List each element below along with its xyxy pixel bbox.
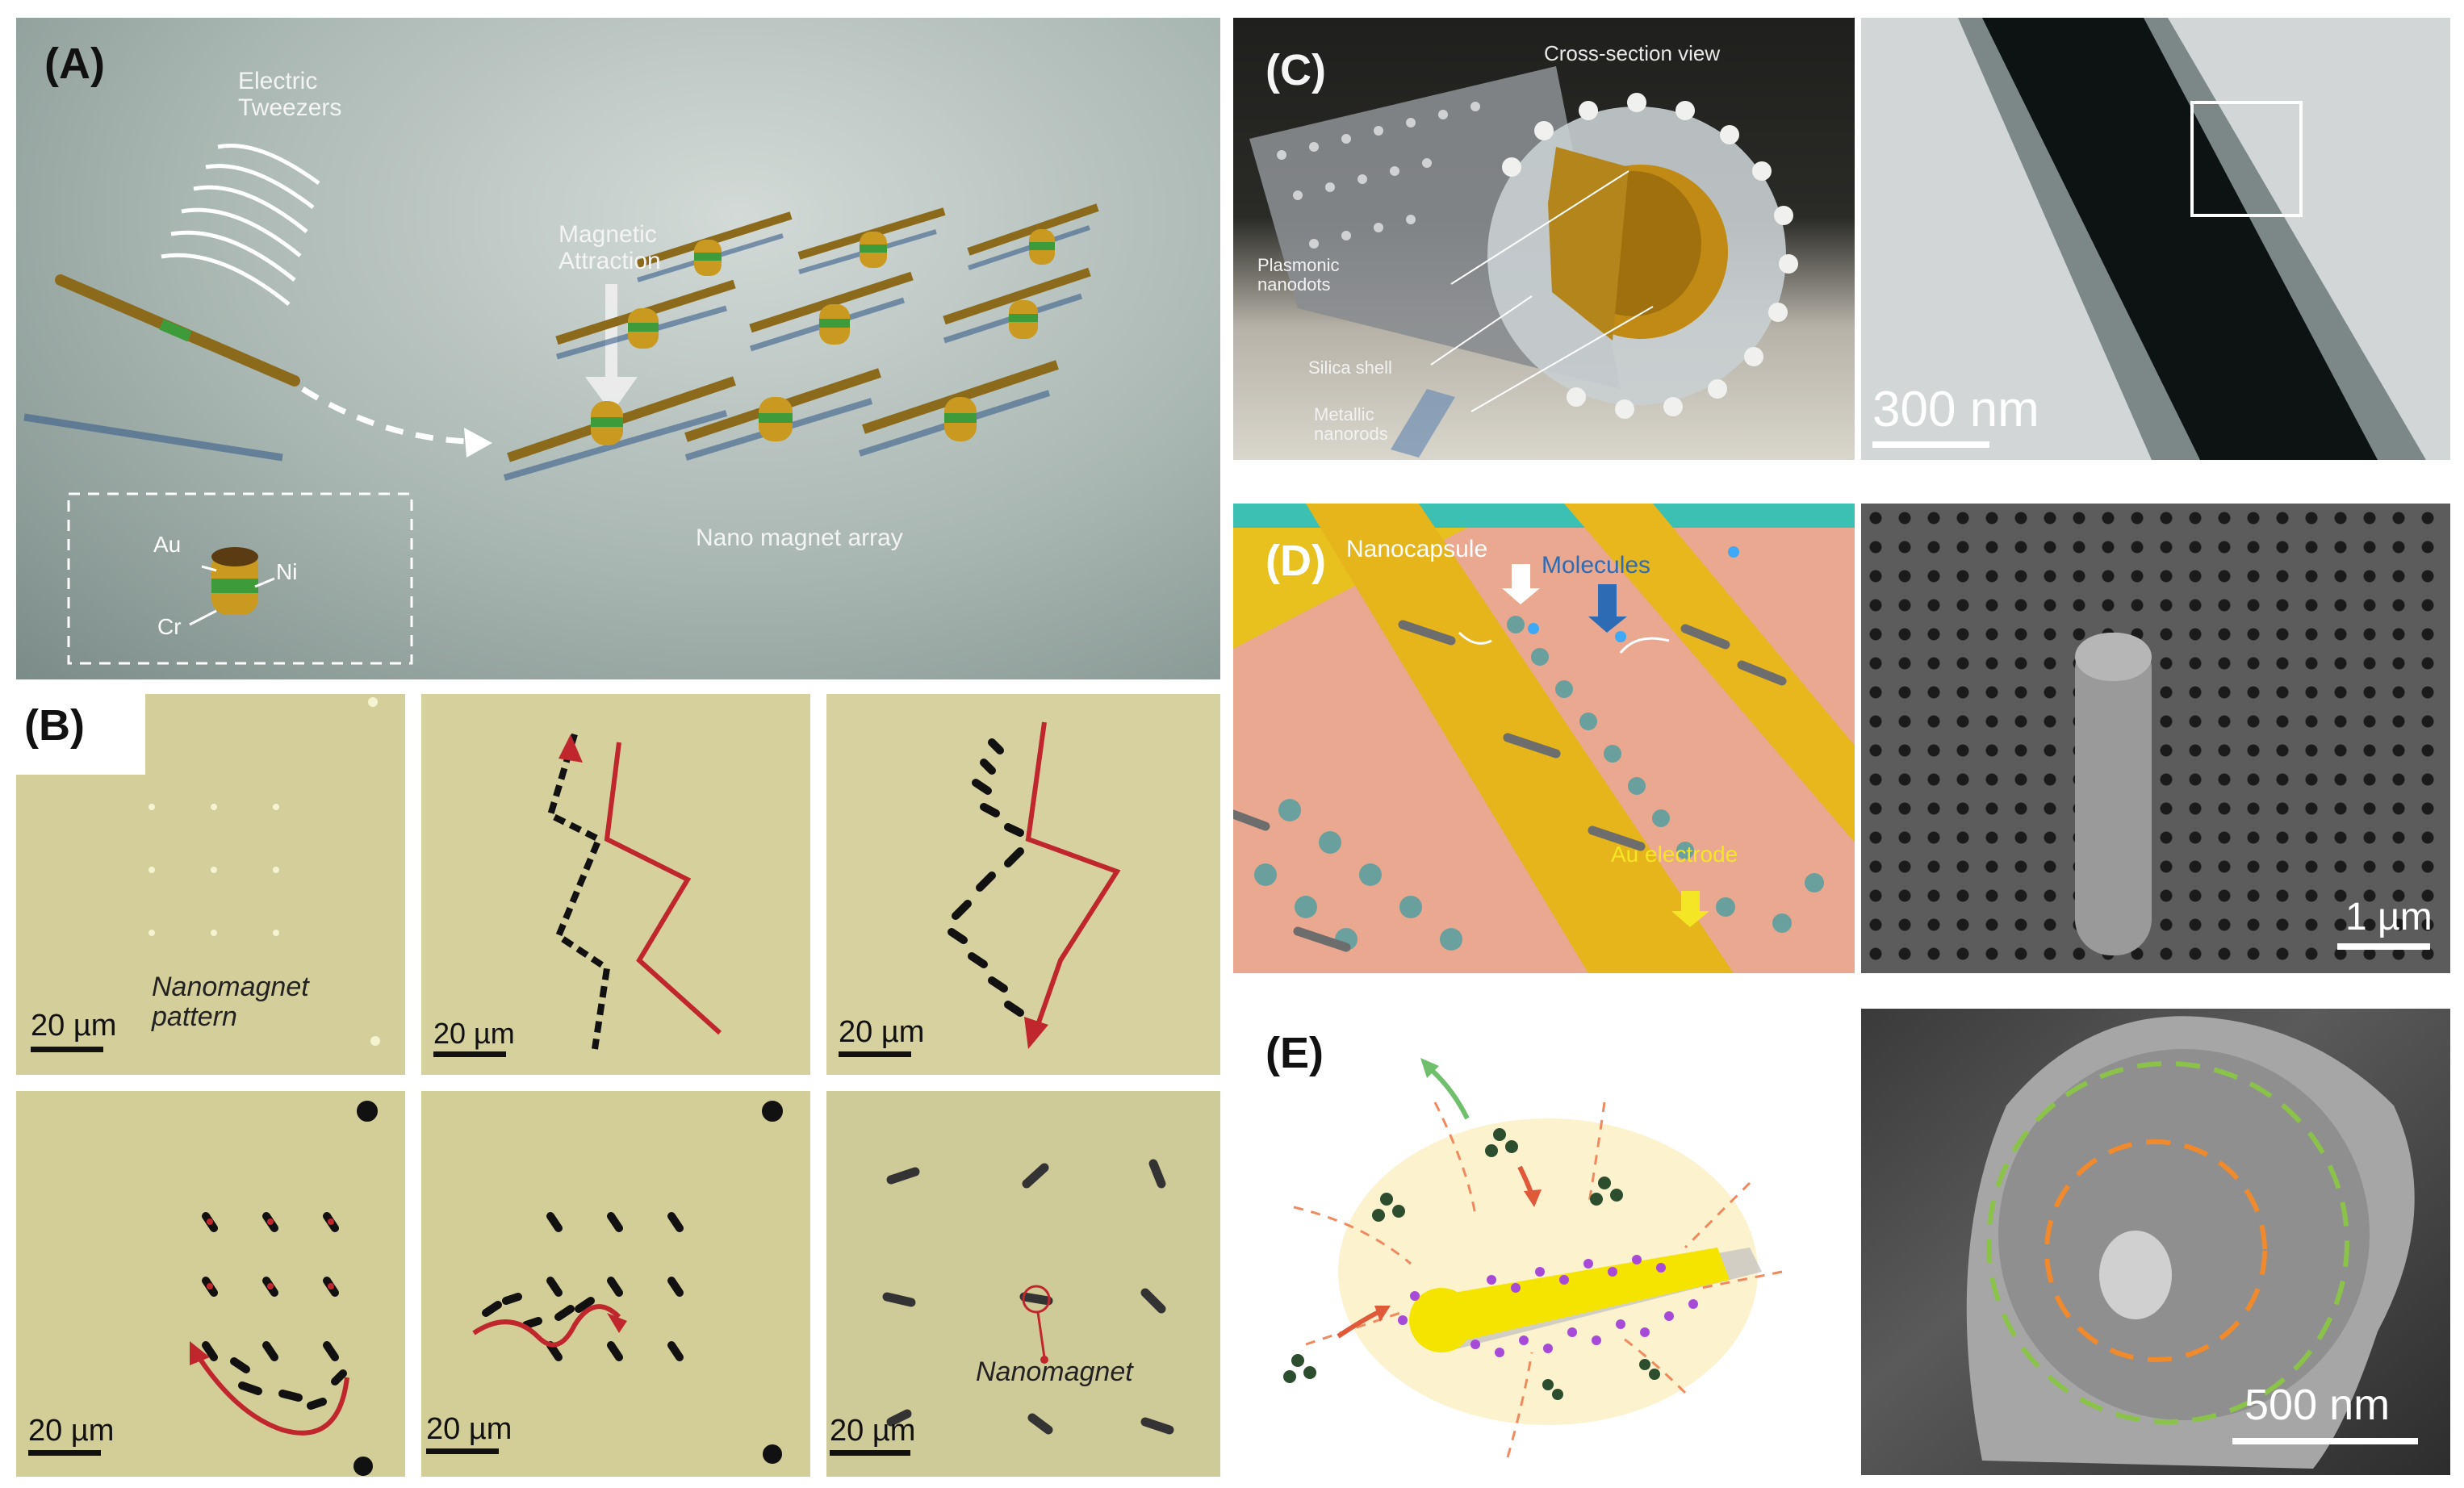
plasmonic-nanodots-label: Plasmonic nanodots [1257, 255, 1340, 295]
plasmonic-nanodots-line2: nanodots [1257, 274, 1331, 295]
scalebar-e [2232, 1438, 2418, 1444]
inset-cr-label: Cr [157, 614, 182, 639]
curve-path-magnets [190, 1101, 378, 1476]
panel-b-label: (B) [24, 701, 85, 750]
sem-cross-section [1966, 1016, 2415, 1469]
plasmonic-nanodots-line1: Plasmonic [1257, 255, 1340, 275]
scalebar-label-d: 1 µm [2345, 896, 2433, 938]
scalebar-label-b3: 20 µm [839, 1015, 925, 1049]
tem-nanorod [1958, 18, 2426, 460]
nanomagnet-annotation: Nanomagnet [976, 1356, 1133, 1387]
scalebar-label-b6: 20 µm [830, 1414, 916, 1448]
panel-e-illustration: (E) [1233, 1005, 1855, 1477]
tweezer-arcs [161, 143, 320, 306]
panel-b-tile-2: 20 µm [421, 694, 810, 1075]
molecules-label: Molecules [1542, 552, 1651, 579]
panel-d-illustration: (D) Nanocapsule Molecules Au electrode [1233, 504, 1855, 973]
nanomagnet-dot-pattern [149, 697, 380, 1046]
core-shell-nanorod [1249, 66, 1798, 458]
panel-a-illustration [23, 143, 1099, 665]
electric-tweezers-label: Electric Tweezers [238, 68, 341, 121]
panel-b-tile-4: 20 µm [16, 1091, 405, 1477]
panel-b-tile-6: Nanomagnet 20 µm [826, 1091, 1220, 1477]
panel-c-illustration: (C) Cross-section view Plasmonic nanodot… [1233, 18, 1855, 460]
silica-shell-label: Silica shell [1308, 357, 1392, 378]
electric-tweezers-line1: Electric [238, 68, 318, 94]
nanomagnet-pattern-label: Nanomagnet pattern [152, 972, 309, 1033]
inset-ni-label: Ni [276, 559, 298, 584]
inset-box [67, 492, 413, 665]
electric-tweezers-line2: Tweezers [238, 94, 342, 121]
sem-nanorod [2075, 633, 2152, 955]
trajectory-arrowhead [464, 428, 492, 458]
scalebar-b4 [28, 1450, 101, 1456]
inset-au-label: Au [153, 532, 182, 557]
scalebar-b6 [830, 1450, 910, 1456]
metallic-nanorods-line2: nanorods [1314, 424, 1388, 445]
panel-b-tile-3: 20 µm [826, 694, 1220, 1075]
scalebar-b5 [426, 1448, 499, 1454]
panel-b-tile-5: 20 µm [421, 1091, 810, 1477]
green-dashed-circle [1986, 1061, 2349, 1424]
panel-c-label: (C) [1265, 46, 1326, 94]
nanomagnet-pattern-line2: pattern [152, 1001, 237, 1033]
panel-d-label: (D) [1265, 537, 1326, 585]
scalebar-label-c: 300 nm [1872, 382, 2039, 437]
panel-c-tem-image: 300 nm [1861, 18, 2450, 460]
scalebar-label-b5: 20 µm [426, 1412, 512, 1446]
panel-a: (A) Electric Tweezers Magnetic Attractio… [16, 18, 1220, 679]
scalebar-label-b4: 20 µm [28, 1414, 115, 1448]
nanocapsule-label: Nanocapsule [1346, 536, 1488, 562]
free-nanowire [23, 274, 300, 462]
inset-magnet [189, 547, 275, 626]
scalebar-d [2337, 943, 2430, 950]
curve-path-magnets-2 [472, 1101, 783, 1464]
scalebar-b2 [433, 1051, 506, 1057]
panel-a-label: (A) [44, 40, 105, 88]
nanomagnet-pattern-line1: Nanomagnet [152, 972, 309, 1002]
scalebar-c [1872, 441, 1989, 448]
scalebar-b1 [31, 1047, 103, 1052]
trajectory-arrow [301, 387, 469, 445]
magnetic-attraction-line2: Attraction [558, 248, 661, 274]
nanorod-core [1435, 1248, 1730, 1344]
electrode-array [1233, 504, 1855, 973]
scalebar-label-b1: 20 µm [31, 1009, 117, 1043]
metallic-nanorods-label: Metallic nanorods [1314, 404, 1388, 445]
cross-section-view-label: Cross-section view [1544, 41, 1721, 65]
magnet-array [503, 203, 1099, 481]
metallic-nanorods-line1: Metallic [1314, 404, 1374, 424]
orange-dashed-circle [2044, 1139, 2267, 1362]
panel-b-label-box [16, 694, 145, 775]
nano-magnet-array-label: Nano magnet array [696, 525, 903, 551]
nanomagnet-grid [882, 1159, 1174, 1435]
nanocapsule-diffusion [1283, 1058, 1783, 1458]
zigzag-path-dashed [546, 733, 722, 1050]
panel-e-label: (E) [1265, 1029, 1324, 1077]
magnetic-attraction-label: Magnetic Attraction [558, 221, 661, 274]
panel-e-sem-image: 500 nm [1861, 1009, 2450, 1475]
tem-zoom-box [2190, 101, 2303, 217]
magnetic-attraction-line1: Magnetic [558, 221, 657, 248]
scalebar-label-e: 500 nm [2244, 1381, 2391, 1429]
magnetic-arrow [585, 284, 638, 413]
panel-d-sem-image: 1 µm [1861, 504, 2450, 973]
au-electrode-label: Au electrode [1611, 842, 1738, 867]
scalebar-b3 [839, 1051, 911, 1057]
zigzag-path-magnets [948, 721, 1121, 1049]
scalebar-label-b2: 20 µm [433, 1017, 515, 1050]
